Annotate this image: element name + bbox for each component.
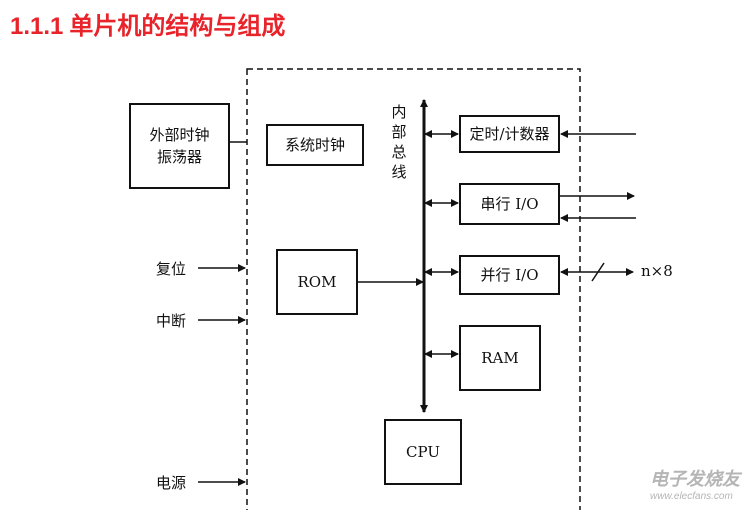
watermark-text: 电子发烧友 (650, 469, 740, 489)
watermark-url: www.elecfans.com (650, 491, 733, 502)
ram-label: RAM (481, 349, 519, 367)
timer-counter-label: 定时/计数器 (469, 125, 550, 143)
external-oscillator-line-1: 外部时钟 (149, 126, 210, 144)
timer-counter-box: 定时/计数器 (459, 115, 560, 153)
rom-label: ROM (297, 273, 337, 291)
parallel-io-label: 并行 I/O (480, 266, 539, 284)
section-title: 单片机的结构与组成 (69, 13, 286, 40)
system-clock-label: 系统时钟 (284, 136, 345, 154)
chip-boundary (246, 68, 581, 510)
section-number: 1.1.1 (10, 13, 64, 40)
reset-label: 复位 (156, 260, 187, 278)
system-clock-box: 系统时钟 (266, 124, 364, 166)
ram-box: RAM (459, 325, 541, 391)
serial-io-label: 串行 I/O (480, 195, 539, 213)
serial-io-box: 串行 I/O (459, 183, 560, 225)
parallel-width-label: n×8 (641, 262, 673, 280)
external-oscillator-line-2: 振荡器 (156, 148, 202, 166)
cpu-box: CPU (384, 419, 462, 485)
cpu-label: CPU (406, 443, 440, 461)
internal-bus-label: 内 部 总 线 (391, 103, 407, 181)
power-label: 电源 (156, 474, 187, 492)
parallel-slash (591, 262, 605, 282)
external-oscillator-box: 外部时钟 振荡器 (129, 103, 230, 189)
watermark: 电子发烧友 www.elecfans.com (650, 465, 740, 502)
parallel-io-box: 并行 I/O (459, 255, 560, 295)
rom-box: ROM (276, 249, 358, 315)
interrupt-label: 中断 (156, 312, 187, 330)
